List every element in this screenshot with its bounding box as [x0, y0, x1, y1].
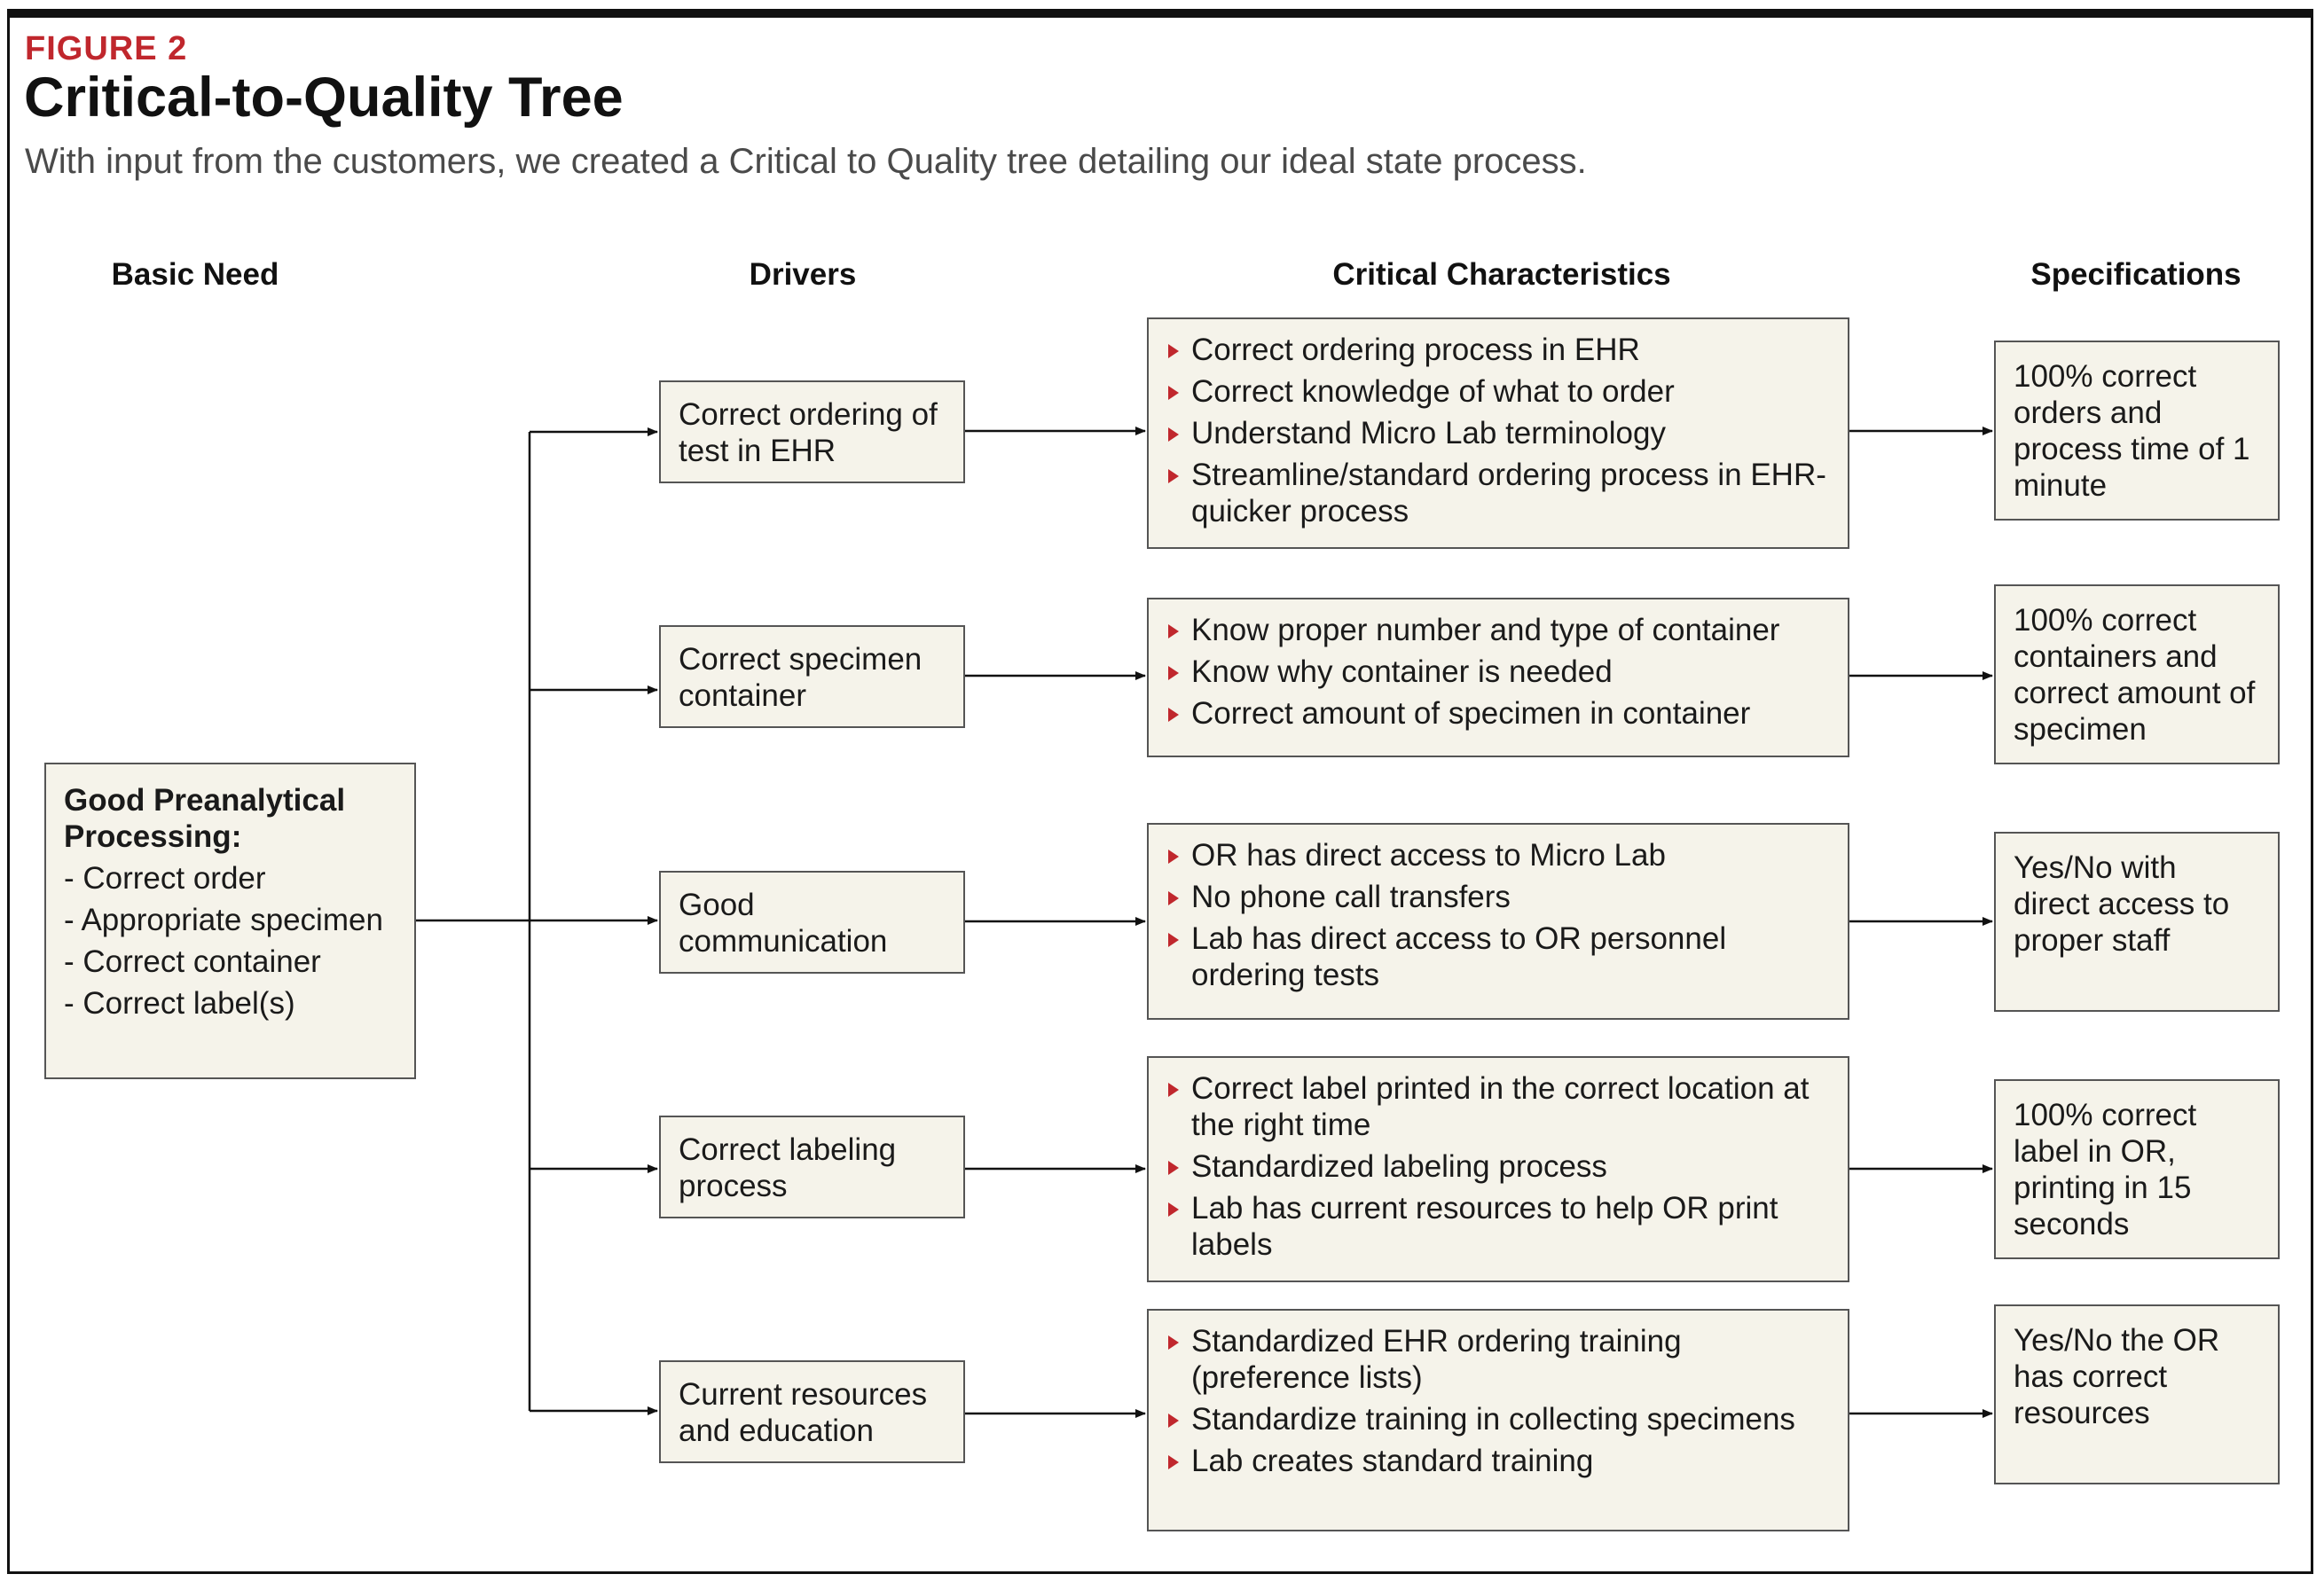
red-triangle-bullet-icon [1168, 666, 1179, 680]
figure-label: FIGURE 2 [25, 30, 188, 67]
basic-need-item: - Appropriate specimen [64, 903, 383, 937]
basic-need-item: - Correct order [64, 861, 266, 896]
red-triangle-bullet-icon [1168, 469, 1179, 483]
red-triangle-bullet-icon [1168, 1202, 1179, 1217]
basic-need-item: - Correct label(s) [64, 986, 295, 1021]
column-heading-critical-characteristics: Critical Characteristics [1332, 257, 1671, 292]
red-triangle-bullet-icon [1168, 386, 1179, 400]
basic-need-list: - Correct order - Appropriate specimen -… [64, 860, 396, 1022]
specification-box-5: Yes/No the OR has correct resources [1994, 1304, 2280, 1484]
critical-item: Lab creates standard training [1168, 1443, 1830, 1479]
basic-need-item: - Correct container [64, 944, 321, 979]
red-triangle-bullet-icon [1168, 624, 1179, 638]
red-triangle-bullet-icon [1168, 427, 1179, 442]
red-triangle-bullet-icon [1168, 933, 1179, 947]
driver-box-4: Correct labeling process [659, 1116, 965, 1218]
specification-box-2: 100% correct containers and correct amou… [1994, 584, 2280, 764]
critical-item: Standardized labeling process [1168, 1148, 1830, 1185]
red-triangle-bullet-icon [1168, 1335, 1179, 1350]
driver-box-1: Correct ordering of test in EHR [659, 380, 965, 483]
critical-box-4: Correct label printed in the correct loc… [1147, 1056, 1849, 1282]
critical-box-3: OR has direct access to Micro Lab No pho… [1147, 823, 1849, 1020]
critical-item: Standardized EHR ordering training (pref… [1168, 1323, 1830, 1396]
critical-item: Know proper number and type of container [1168, 612, 1830, 648]
driver-box-5: Current resources and education [659, 1360, 965, 1463]
critical-item: Correct amount of specimen in container [1168, 695, 1830, 732]
red-triangle-bullet-icon [1168, 344, 1179, 358]
driver-box-3: Good communication [659, 871, 965, 974]
red-triangle-bullet-icon [1168, 1414, 1179, 1428]
red-triangle-bullet-icon [1168, 1455, 1179, 1469]
red-triangle-bullet-icon [1168, 708, 1179, 722]
specification-box-3: Yes/No with direct access to proper staf… [1994, 832, 2280, 1012]
specification-box-4: 100% correct label in OR, printing in 15… [1994, 1079, 2280, 1259]
column-heading-basic-need: Basic Need [111, 257, 279, 292]
critical-item: Correct knowledge of what to order [1168, 373, 1830, 410]
critical-box-5: Standardized EHR ordering training (pref… [1147, 1309, 1849, 1531]
red-triangle-bullet-icon [1168, 1083, 1179, 1097]
red-triangle-bullet-icon [1168, 891, 1179, 905]
figure-subtitle: With input from the customers, we create… [25, 142, 1587, 181]
critical-box-2: Know proper number and type of container… [1147, 598, 1849, 757]
red-triangle-bullet-icon [1168, 850, 1179, 864]
basic-need-box: Good Preanalytical Processing: - Correct… [44, 763, 416, 1079]
critical-item: Streamline/standard ordering process in … [1168, 457, 1830, 529]
critical-item: Correct label printed in the correct loc… [1168, 1070, 1830, 1143]
figure-title: Critical-to-Quality Tree [24, 67, 624, 129]
critical-item: Lab has current resources to help OR pri… [1168, 1190, 1830, 1263]
critical-item: Correct ordering process in EHR [1168, 332, 1830, 368]
column-heading-specifications: Specifications [2030, 257, 2242, 292]
critical-item: Understand Micro Lab terminology [1168, 415, 1830, 451]
red-triangle-bullet-icon [1168, 1161, 1179, 1175]
column-heading-drivers: Drivers [749, 257, 857, 292]
basic-need-heading: Good Preanalytical Processing: [64, 783, 346, 854]
driver-box-2: Correct specimen container [659, 625, 965, 728]
critical-item: Lab has direct access to OR personnel or… [1168, 920, 1830, 993]
critical-box-1: Correct ordering process in EHR Correct … [1147, 317, 1849, 549]
critical-item: OR has direct access to Micro Lab [1168, 837, 1830, 873]
critical-item: Know why container is needed [1168, 654, 1830, 690]
critical-item: No phone call transfers [1168, 879, 1830, 915]
specification-box-1: 100% correct orders and process time of … [1994, 341, 2280, 521]
critical-item: Standardize training in collecting speci… [1168, 1401, 1830, 1437]
